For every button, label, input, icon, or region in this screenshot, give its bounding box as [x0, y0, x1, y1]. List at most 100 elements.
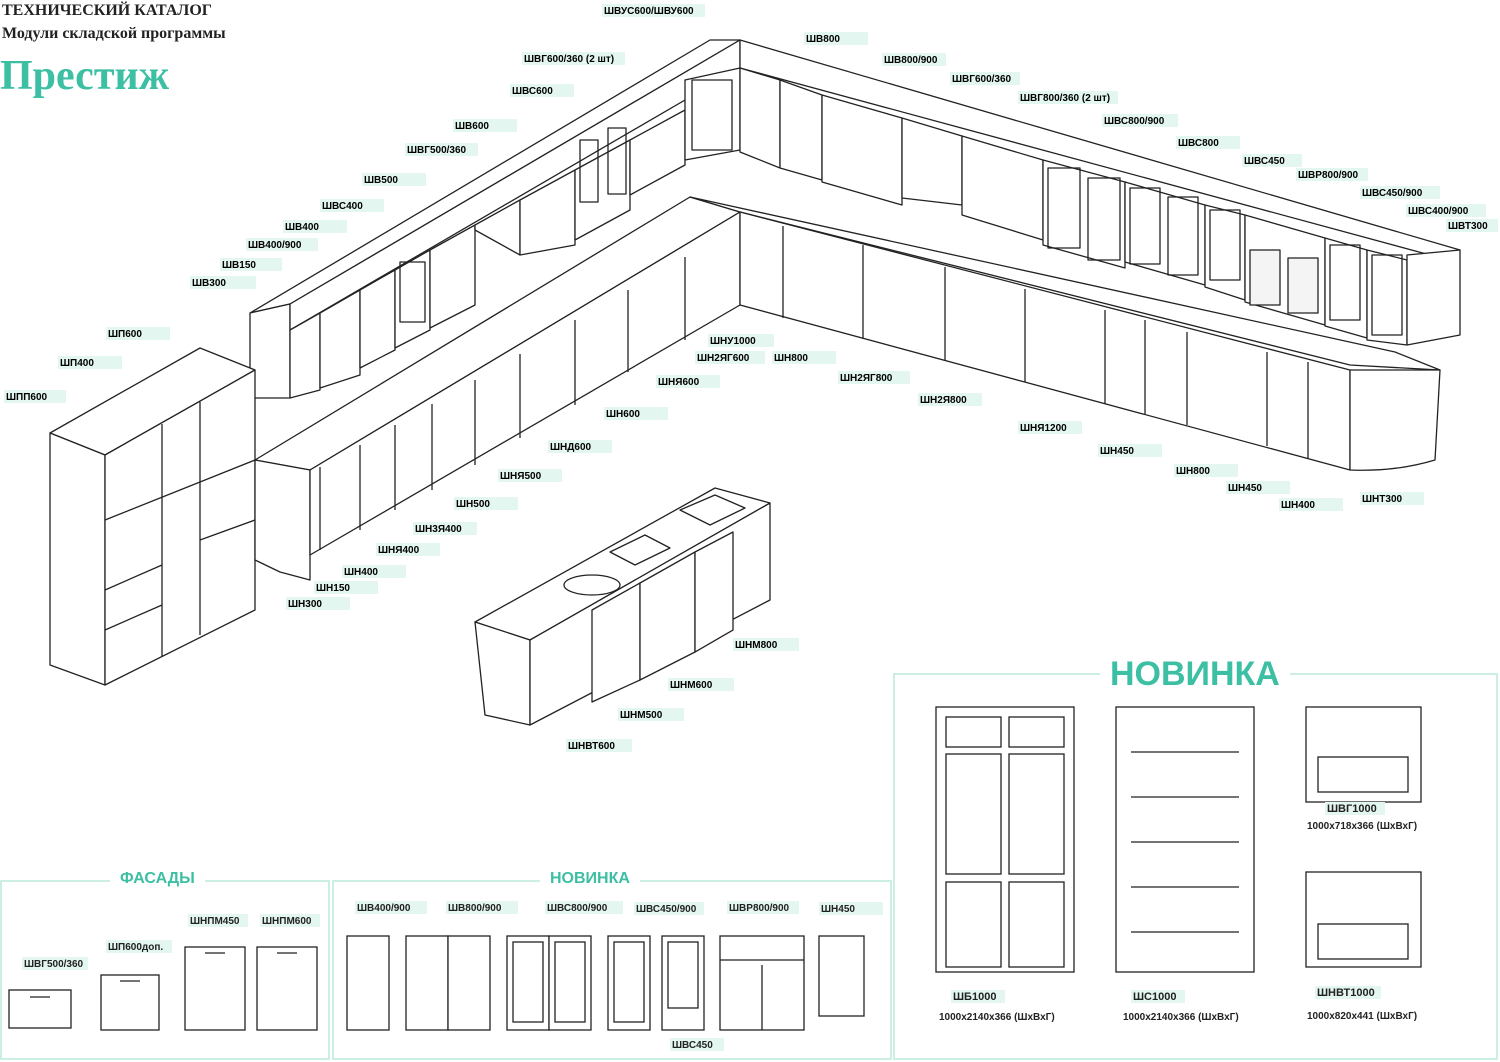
svg-text:ШН800: ШН800: [774, 353, 808, 364]
novinka-bottom-title: НОВИНКА: [540, 870, 640, 888]
svg-text:ШВ800/900: ШВ800/900: [448, 903, 502, 914]
svg-text:ШВ400/900: ШВ400/900: [248, 240, 302, 251]
catalog-subtitle: Модули складской программы: [2, 25, 226, 42]
label-shnya1200: ШНЯ1200: [1018, 421, 1082, 434]
label-shv500: ШВ500: [362, 173, 426, 186]
svg-text:ШН2Я800: ШН2Я800: [920, 395, 967, 406]
svg-text:ШВР800/900: ШВР800/900: [1298, 170, 1359, 181]
svg-text:ШВС800: ШВС800: [1178, 138, 1219, 149]
label-shvg800-360: ШВГ800/360 (2 шт): [1018, 91, 1118, 104]
label-shvg600-360b: ШВГ600/360: [950, 72, 1020, 85]
label-shv800: ШВ800: [804, 32, 868, 45]
label-shn400b: ШН400: [1279, 498, 1343, 511]
front-shv800-900: [447, 935, 491, 1031]
label-shn2yag600: ШН2ЯГ600: [695, 351, 765, 364]
label-shvg500-360: ШВГ500/360: [405, 143, 478, 156]
svg-text:ШВГ600/360: ШВГ600/360: [952, 74, 1012, 85]
catalog-title: ТЕХНИЧЕСКИЙ КАТАЛОГ: [2, 2, 212, 19]
facade-shp600dop: [100, 974, 160, 1031]
label-shv150: ШВ150: [220, 258, 282, 271]
label-shvs450: ШВС450: [1242, 154, 1302, 167]
svg-text:1000х2140х366 (ШхВхГ): 1000х2140х366 (ШхВхГ): [939, 1012, 1055, 1023]
label-shvus600: ШВУС600/ШВУ600: [602, 4, 705, 17]
svg-text:ШНВТ600: ШНВТ600: [568, 741, 615, 752]
svg-text:ШВ600: ШВ600: [455, 121, 489, 132]
label-shv300: ШВ300: [190, 276, 256, 289]
label-shvs800-900: ШВС800/900: [1102, 114, 1178, 127]
label-shn150: ШН150: [314, 581, 378, 594]
label-shnd600: ШНД600: [548, 440, 612, 453]
label-shvr800-900: ШВР800/900: [1296, 168, 1368, 181]
svg-text:ШВГ1000: ШВГ1000: [1327, 803, 1377, 815]
svg-text:ШНМ500: ШНМ500: [620, 710, 663, 721]
label-shnya500: ШНЯ500: [498, 469, 562, 482]
product-shb1000: [935, 706, 1075, 973]
facades-diagram: ШВГ500/360 ШП600доп. ШНПМ450 ШНПМ600: [8, 914, 320, 1031]
label-shn2yag800: ШН2ЯГ800: [838, 371, 910, 384]
svg-text:ШС1000: ШС1000: [1133, 991, 1176, 1003]
svg-text:ШВС450/900: ШВС450/900: [636, 904, 697, 915]
svg-text:ШВГ500/360: ШВГ500/360: [24, 959, 84, 970]
label-shvs600: ШВС600: [510, 84, 574, 97]
svg-text:ШН450: ШН450: [1228, 483, 1262, 494]
label-shnya400: ШНЯ400: [376, 543, 440, 556]
svg-text:ШН400: ШН400: [1281, 500, 1315, 511]
svg-text:ШВС800/900: ШВС800/900: [547, 903, 608, 914]
facade-shvg500-360: [8, 989, 72, 1029]
label-shn450b: ШН450: [1226, 481, 1290, 494]
front-shvs800-900: [548, 935, 592, 1031]
svg-text:ШН450: ШН450: [821, 904, 855, 915]
svg-text:ШВС600: ШВС600: [512, 86, 553, 97]
label-shv800-900: ШВ800/900: [882, 53, 946, 66]
svg-text:ШН2ЯГ800: ШН2ЯГ800: [840, 373, 893, 384]
front-shvs450: [661, 935, 705, 1031]
svg-text:ШН400: ШН400: [344, 567, 378, 578]
label-shn800b: ШН800: [1174, 464, 1238, 477]
svg-text:ШВТ300: ШВТ300: [1448, 221, 1488, 232]
novinka-right-diagram: ШБ1000 1000х2140х366 (ШхВхГ) ШС1000 1000…: [935, 706, 1422, 1023]
novinka-bottom-diagram: ШВ400/900 ШВ800/900 ШВС800/900 ШВС450/90…: [346, 901, 883, 1051]
facade-shnpm450: [184, 946, 246, 1031]
novinka-right-title: НОВИНКА: [1100, 655, 1290, 694]
svg-text:ШВ300: ШВ300: [192, 278, 226, 289]
svg-text:1000х718х366 (ШхВхГ): 1000х718х366 (ШхВхГ): [1307, 821, 1417, 832]
svg-text:ШВР800/900: ШВР800/900: [729, 903, 790, 914]
svg-text:ШН450: ШН450: [1100, 446, 1134, 457]
label-shp600: ШП600: [106, 327, 170, 340]
svg-text:ШП600: ШП600: [108, 329, 142, 340]
svg-text:ШВС450/900: ШВС450/900: [1362, 188, 1423, 199]
brand-title: Престиж: [0, 53, 170, 99]
kitchen-isometric-diagram: ШВУС600/ШВУ600 ШВ800 ШВ800/900 ШВГ600/36…: [4, 4, 1498, 752]
svg-text:ШВУС600/ШВУ600: ШВУС600/ШВУ600: [604, 6, 694, 17]
label-shv400: ШВ400: [283, 220, 347, 233]
facades-title: ФАСАДЫ: [110, 870, 205, 888]
label-shn2ya800: ШН2Я800: [918, 393, 982, 406]
label-shn800a: ШН800: [772, 351, 836, 364]
svg-text:ШН300: ШН300: [288, 599, 322, 610]
label-shnm800: ШНМ800: [733, 638, 799, 651]
front-shvs450-900: [607, 935, 651, 1031]
svg-text:ШВГ500/360: ШВГ500/360: [407, 145, 467, 156]
upper-cabinets-right-run: [739, 39, 1461, 346]
product-shs1000: [1115, 706, 1255, 973]
svg-text:ШНПМ450: ШНПМ450: [190, 916, 240, 927]
svg-text:ШБ1000: ШБ1000: [953, 991, 996, 1003]
product-shnvt1000: [1305, 871, 1422, 968]
svg-text:ШН150: ШН150: [316, 583, 350, 594]
label-shvs400: ШВС400: [320, 199, 384, 212]
svg-text:ШВС450: ШВС450: [672, 1040, 713, 1051]
label-shnt300: ШНТ300: [1360, 492, 1424, 505]
svg-text:ШВС450: ШВС450: [1244, 156, 1285, 167]
svg-text:ШНЯ600: ШНЯ600: [658, 377, 700, 388]
label-shvs450-900: ШВС450/900: [1360, 186, 1440, 199]
svg-text:ШН800: ШН800: [1176, 466, 1210, 477]
svg-text:ШНТ300: ШНТ300: [1362, 494, 1403, 505]
svg-text:ШВ400/900: ШВ400/900: [357, 903, 411, 914]
label-shn500: ШН500: [454, 497, 518, 510]
label-shvs400-900: ШВС400/900: [1406, 204, 1486, 217]
label-shvt300: ШВТ300: [1446, 219, 1498, 232]
label-shnm500: ШНМ500: [618, 708, 684, 721]
svg-text:1000х820х441 (ШхВхГ): 1000х820х441 (ШхВхГ): [1307, 1011, 1417, 1022]
svg-text:ШН3Я400: ШН3Я400: [415, 524, 462, 535]
